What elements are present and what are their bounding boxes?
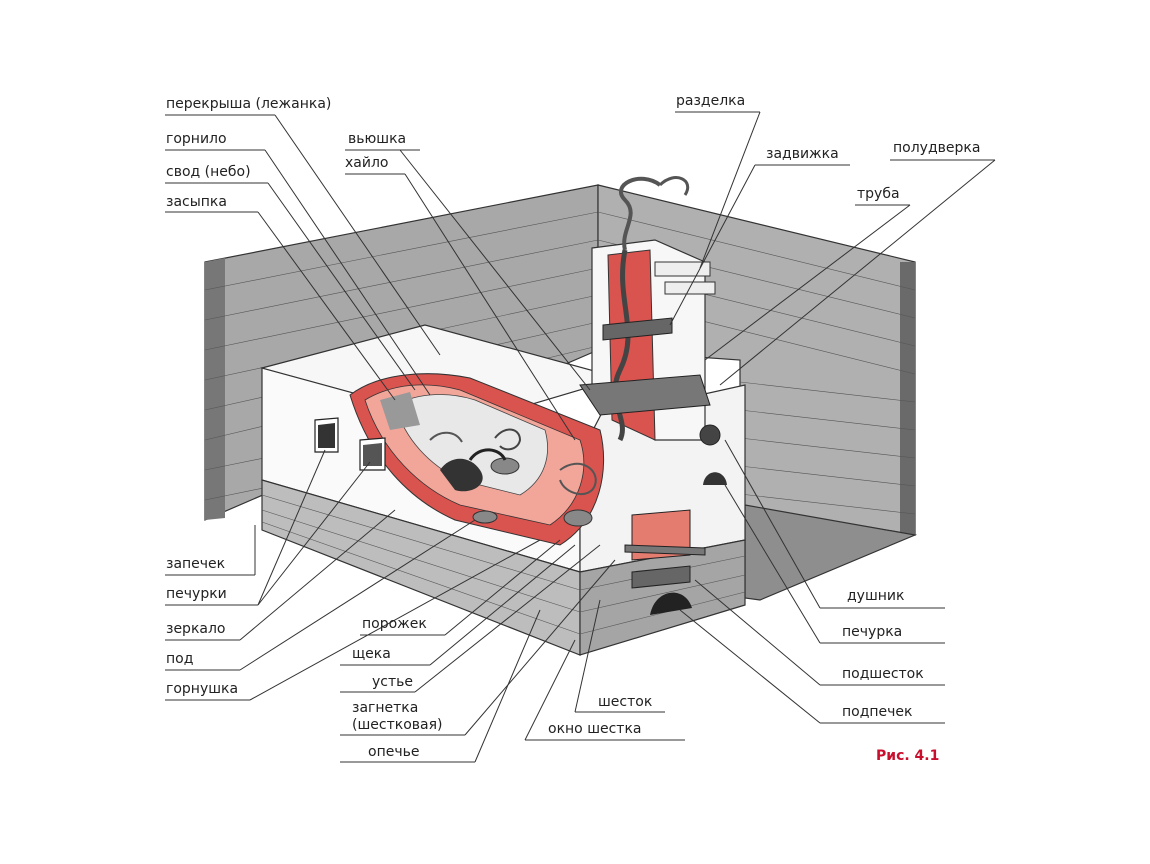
label-zagnetka-sub: (шестковая)	[352, 717, 442, 733]
label-khailo: хайло	[345, 155, 388, 171]
label-zapechek: запечек	[166, 556, 225, 572]
firebox-cutaway	[349, 373, 605, 546]
shestok-window	[631, 565, 691, 589]
label-podpechek: подпечек	[842, 704, 913, 720]
podpechek-arch	[650, 592, 692, 615]
label-ustye: устье	[372, 674, 413, 690]
label-gornushka: горнушка	[166, 681, 238, 697]
label-razdelka: разделка	[676, 93, 745, 109]
label-pechurki: печурки	[166, 586, 227, 602]
label-opechye: опечье	[368, 744, 419, 760]
label-svod: свод (небо)	[166, 164, 251, 180]
labels: перекрыша (лежанка) горнило свод (небо) …	[166, 93, 980, 764]
label-dushnik: душник	[847, 588, 904, 604]
label-podshestok: подшесток	[842, 666, 924, 682]
label-truba: труба	[857, 186, 900, 202]
fire-logs	[429, 428, 522, 492]
label-zerkalo: зеркало	[166, 621, 226, 637]
label-shestok: шесток	[598, 694, 652, 710]
label-pod: под	[166, 651, 193, 667]
label-scheka: щека	[352, 646, 391, 662]
figure-caption: Рис. 4.1	[876, 748, 939, 764]
label-zadvizhka: задвижка	[766, 146, 839, 162]
damper-plate	[602, 317, 673, 341]
vyushka-plate	[579, 374, 711, 416]
label-zagnetka: загнетка	[352, 700, 418, 716]
zaslonka	[624, 544, 706, 556]
label-vyushka: вьюшка	[348, 131, 406, 147]
label-okno-shestka: окно шестка	[548, 721, 642, 737]
leader-lines	[165, 111, 996, 763]
chimney	[579, 176, 716, 442]
label-porozhek: порожек	[362, 616, 427, 632]
label-pechurka: печурка	[842, 624, 902, 640]
label-poludverka: полудверка	[893, 140, 980, 156]
right-face-details	[624, 424, 727, 615]
pechurki-openings	[314, 417, 386, 471]
label-gornilo: горнило	[166, 131, 227, 147]
label-zasypka: засыпка	[166, 194, 227, 210]
label-perekrysha: перекрыша (лежанка)	[166, 96, 331, 112]
dushnik-hole	[699, 424, 721, 446]
pechurka-niche	[703, 472, 727, 485]
